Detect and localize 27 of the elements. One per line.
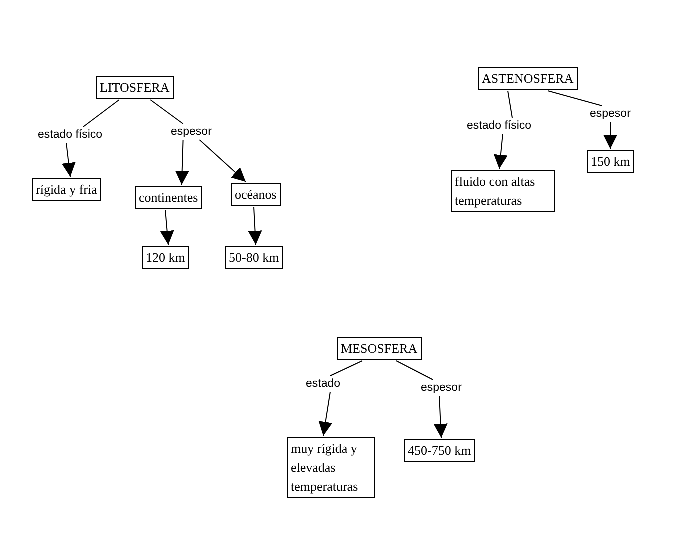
arrow <box>318 392 333 436</box>
concept-box: muy rígida y elevadas temperaturas <box>287 437 375 498</box>
connector-line <box>396 360 434 380</box>
concept-box: 450-750 km <box>404 439 476 462</box>
connector-line <box>330 360 363 376</box>
concept-box: 150 km <box>587 150 634 173</box>
concept-box: MESOSFERA <box>337 337 422 360</box>
concept-box: ASTENOSFERA <box>478 67 578 90</box>
connector-line <box>548 90 603 106</box>
arrow <box>604 122 618 150</box>
arrow <box>248 206 262 246</box>
connector-line <box>83 100 120 128</box>
arrow <box>175 140 190 186</box>
concept-box: LITOSFERA <box>96 76 174 99</box>
arrow <box>494 134 508 170</box>
arrow <box>434 396 448 438</box>
connector-line <box>508 90 513 118</box>
concept-box: fluido con altas temperaturas <box>451 170 555 212</box>
concept-box: 50-80 km <box>225 246 284 269</box>
arrow <box>62 142 76 178</box>
concept-box: continentes <box>135 186 202 209</box>
arrow <box>199 140 246 182</box>
concept-box: rígida y fria <box>32 178 102 201</box>
concept-box: 120 km <box>142 246 190 269</box>
concept-box: océanos <box>231 183 281 206</box>
arrow <box>160 210 174 246</box>
connector-line <box>150 100 184 124</box>
